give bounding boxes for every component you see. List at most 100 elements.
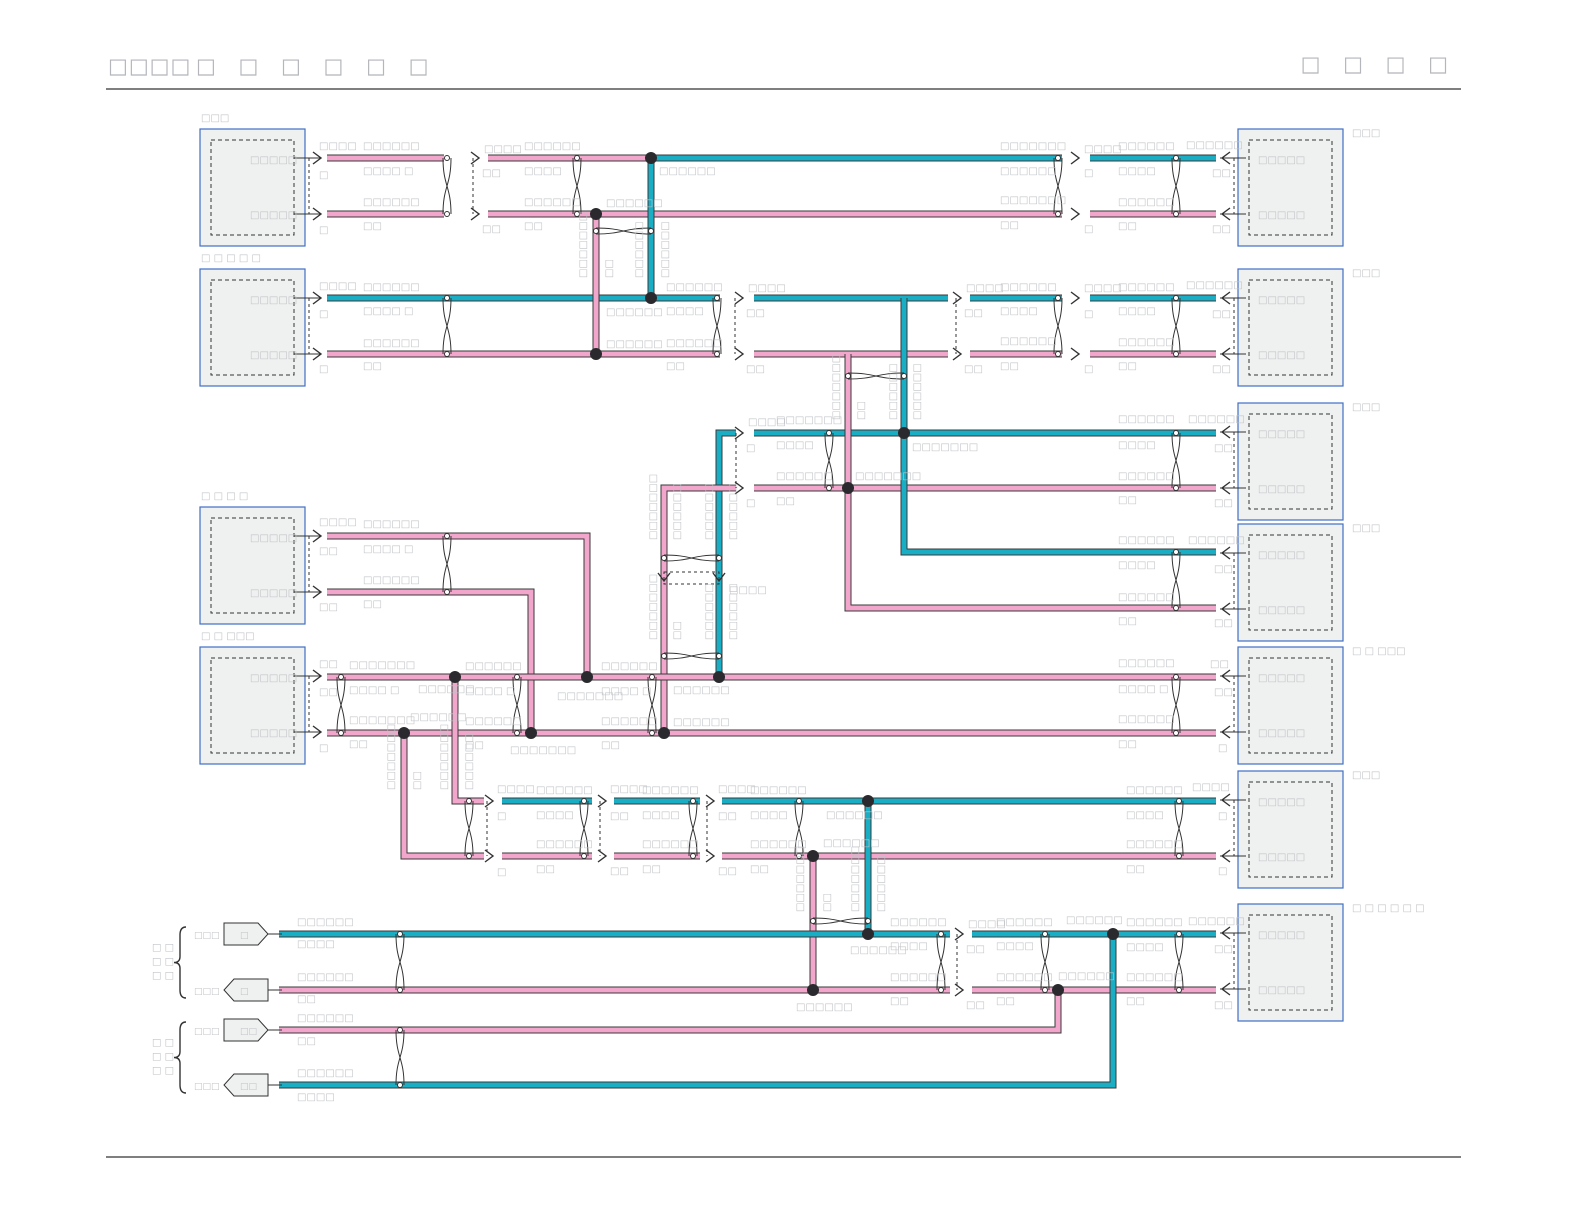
wire-label: □□□□□□ [297,1013,354,1024]
wire-label-vertical: □□□□□□□ [439,724,450,790]
twist-end [338,674,344,680]
right-unit-label: □ □ □□□ [1352,646,1406,657]
twist-end [444,351,450,357]
splice-node [398,727,410,739]
label-layer: □□□□□□□□□□□□□□ □ □ □ □□□□□□□□□□□□ □ □ □□… [152,113,1425,1103]
twist-end [649,674,655,680]
connector-arrow [1220,425,1231,439]
twist-end [444,211,450,217]
wire-label: □□ [964,364,983,375]
wire-label: □□□□ □ [465,686,515,697]
splice-node [449,671,461,683]
twist-marker [395,1029,405,1086]
wire-label-vertical: □□□□□□□ [831,354,842,420]
wire-label: □□□□□□ [642,839,699,850]
splice-node [807,984,819,996]
terminal-code: □□ [240,1082,257,1092]
wire-label: □□□□ [297,1092,335,1103]
twist-end [1055,295,1061,301]
right-unit-port: □□□□□ [1258,350,1305,361]
inline-connector [734,481,745,495]
inline-connector [952,291,963,305]
twist-end [690,798,696,804]
inline-connector [484,794,495,808]
right-unit-port: □□□□□ [1258,605,1305,616]
wire-label: □□ [349,739,368,750]
wire-label: □□ [1118,221,1137,232]
wire-label-vertical: □□□□□□ [876,855,887,912]
wire-label: □□□□□□□ [510,745,576,756]
wire-label: □ [1218,811,1227,822]
wire-label: □□ [1126,996,1145,1007]
inline-connector [705,794,716,808]
wire-label: □□ [319,687,338,698]
twist-marker [794,800,804,857]
twist-end [1173,351,1179,357]
wire-label: □□ [966,944,985,955]
wire-label: □□□□□□ [1000,336,1057,347]
twist-end [397,987,403,993]
wire-label: □□□□□□ [536,839,593,850]
wire-label: □□□□□□ [606,307,663,318]
wire-label: □□ [524,221,543,232]
wire-29 [401,733,484,859]
wire-label: □□ [482,224,501,235]
twist-end [466,798,472,804]
terminal-brace [173,926,187,999]
wire-label: □□ [536,864,555,875]
twist-marker [1174,800,1184,857]
wire-label: □□□□□□ [601,661,658,672]
wire-label: □□□□□□ [776,471,833,482]
wire-label: □□□□□□ [823,838,880,849]
right-unit-port: □□□□□ [1258,985,1305,996]
wire-label: □□□□□□ [363,519,420,530]
wire-42-casing [279,990,1062,1034]
splice-node [645,292,657,304]
twist-end [1173,295,1179,301]
wire-label-vertical: □□□□□□ [728,583,739,640]
wire-label: □□ [363,599,382,610]
wire-label: □□□□ [1118,306,1156,317]
twist-end [690,853,696,859]
wire-label-vertical: □□□□□□□ [648,574,659,640]
connector-arrow [1220,151,1231,165]
wire-label: □□□□□□ [1058,971,1115,982]
wire-label: □□□□□□ [659,166,716,177]
wire-label: □□□□□□□ [855,471,921,482]
twist-marker-h [812,917,869,925]
wire-label: □□ [718,866,737,877]
wire-label: □□□□ [536,810,574,821]
wire-label: □□ [750,864,769,875]
wire-label: □□□□□□□ [1000,195,1066,206]
inline-connector [470,207,481,221]
wire-23 [661,485,736,733]
twist-end [1042,931,1048,937]
left-unit-port: □□□□□ [250,533,297,544]
wire-label: □□□□ [1084,283,1122,294]
splice-node [525,727,537,739]
right-unit-port: □□□□□ [1258,728,1305,739]
wire-label: □□□□ □ [363,166,413,177]
splice-node [645,152,657,164]
inline-connector [1070,347,1081,361]
wire-label-vertical: □□□□□□ [672,483,683,540]
wire-label-vertical: □□ [604,259,615,278]
wire-label: □□ [601,740,620,751]
twist-end [1173,155,1179,161]
connector-arrow [1220,347,1231,361]
page-number: □ □ □ □ [1300,52,1456,76]
connector-arrow [1220,982,1231,996]
inline-connector [705,849,716,863]
wire-label: □□□□ [776,440,814,451]
wire-label: □□ [297,994,316,1005]
left-unit-port: □□□□□ [250,588,297,599]
left-unit-2-inner [210,517,295,614]
inline-connector [734,347,745,361]
right-unit-port: □□□□□ [1258,210,1305,221]
wire-label: □ [497,811,506,822]
wire-label-vertical: □□ [856,401,867,420]
twist-end [1055,351,1061,357]
splice-node [590,208,602,220]
connector-arrow [1220,793,1231,807]
wire-label: □□□□ [610,784,648,795]
